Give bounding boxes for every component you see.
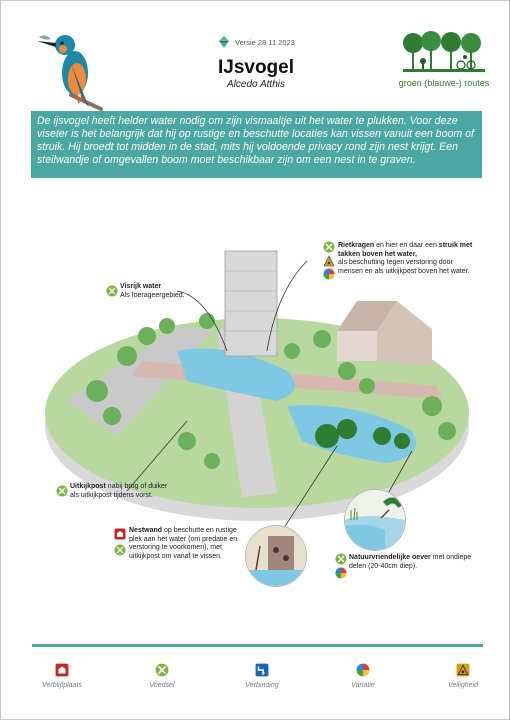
intro-text: De ijsvogel heeft helder water nodig om … bbox=[31, 111, 482, 178]
legend-label: Variatie bbox=[351, 682, 375, 689]
verblijfplaats-icon bbox=[55, 663, 69, 677]
callout-rietkragen-text1: en hier en daar een bbox=[374, 242, 439, 249]
callout-visrijk-title: Visrijk water bbox=[120, 283, 162, 290]
callout-oever-title: Natuurvriendelijke oever bbox=[349, 554, 431, 561]
voedsel-icon bbox=[323, 241, 335, 253]
verblijfplaats-icon bbox=[114, 528, 126, 540]
callout-nestwand-title: Nestwand bbox=[129, 527, 163, 534]
verbinding-icon bbox=[255, 663, 269, 677]
callout-visrijk-text: Als foerageergebied. bbox=[120, 291, 185, 299]
kingfisher-image bbox=[37, 35, 103, 111]
page-subtitle: Alcedo Atthis bbox=[227, 79, 285, 90]
legend-item-verblijfplaats: Verblijfplaats bbox=[27, 663, 97, 689]
variatie-icon bbox=[356, 663, 370, 677]
callout-rietkragen: Rietkragen en hier en daar een struik me… bbox=[338, 242, 488, 276]
landscape-illustration bbox=[45, 250, 469, 532]
divider-line bbox=[32, 644, 483, 647]
version-stamp: Versie 28 11 2023 bbox=[217, 35, 295, 49]
callout-rietkragen-bold1: Rietkragen bbox=[338, 242, 375, 249]
callout-visrijk-water: Visrijk water Als foerageergebied. bbox=[120, 283, 220, 300]
voedsel-icon bbox=[56, 485, 68, 497]
legend-label: Verblijfplaats bbox=[42, 682, 82, 689]
callout-oever-text: met ondiepe delen (20-40cm diep). bbox=[349, 554, 472, 570]
legend-item-veiligheid: Veiligheid bbox=[428, 663, 498, 689]
voedsel-icon bbox=[114, 544, 126, 556]
callout-nestwand: Nestwand op beschutte en rustige plek aa… bbox=[129, 527, 241, 561]
voedsel-icon bbox=[106, 285, 118, 297]
legend-item-verbinding: Verbinding bbox=[227, 663, 297, 689]
version-text: Versie 28 11 2023 bbox=[235, 37, 295, 47]
nestwand-detail-image bbox=[245, 525, 307, 587]
variatie-icon bbox=[335, 567, 347, 579]
callout-rietkragen-line3: mensen en als uitkijkpost boven het wate… bbox=[338, 267, 470, 275]
callout-uitkijkpost-text: nabij brug of duiker als uitkijkpost tij… bbox=[70, 483, 168, 499]
logo-caption: groen (blauwe-) routes bbox=[398, 78, 490, 88]
logo-icon bbox=[219, 36, 229, 48]
callout-uitkijkpost-title: Uitkijkpost bbox=[70, 483, 106, 490]
voedsel-icon bbox=[155, 663, 169, 677]
callout-oever: Natuurvriendelijke oever met ondiepe del… bbox=[349, 554, 485, 571]
legend-label: Voedsel bbox=[149, 682, 175, 689]
variatie-icon bbox=[323, 268, 335, 280]
voedsel-icon bbox=[335, 553, 347, 565]
veiligheid-icon bbox=[323, 255, 335, 267]
veiligheid-icon bbox=[456, 663, 470, 677]
legend-label: Verbinding bbox=[245, 682, 279, 689]
legend-label: Veiligheid bbox=[447, 682, 479, 689]
callout-rietkragen-bold2: struik met takken boven het water, bbox=[338, 242, 473, 258]
legend-item-voedsel: Voedsel bbox=[127, 663, 197, 689]
page-title: IJsvogel bbox=[217, 57, 295, 78]
oever-detail-image bbox=[344, 489, 406, 551]
legend-item-variatie: Variatie bbox=[328, 663, 398, 689]
callout-rietkragen-line2: als beschutting tegen verstoring door bbox=[338, 259, 453, 266]
callout-uitkijkpost: Uitkijkpost nabij brug of duiker als uit… bbox=[70, 483, 178, 500]
green-routes-logo bbox=[403, 31, 485, 72]
callout-nestwand-text: op beschutte en rustige plek aan het wat… bbox=[129, 527, 238, 560]
